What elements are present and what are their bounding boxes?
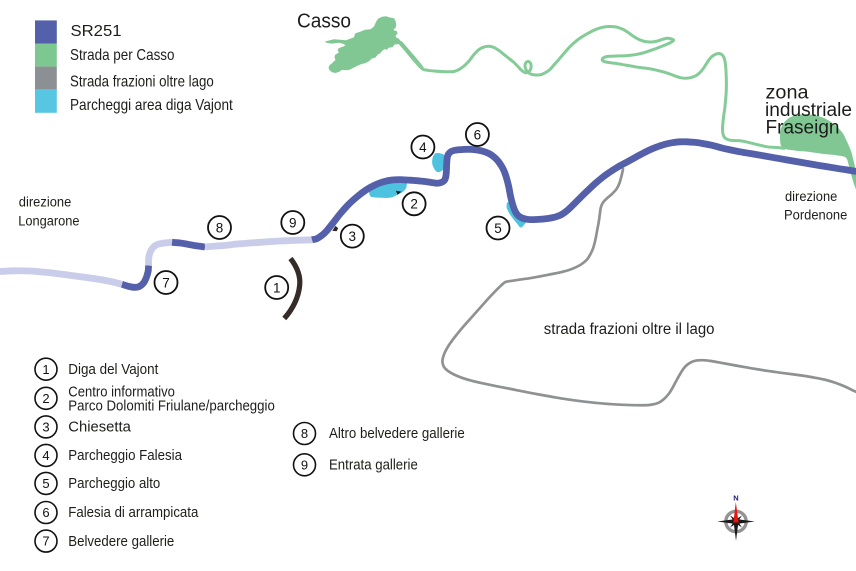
svg-text:Strada per Casso: Strada per Casso	[70, 47, 175, 64]
svg-text:Parcheggi area diga Vajont: Parcheggi area diga Vajont	[70, 97, 233, 114]
svg-text:8: 8	[216, 220, 224, 235]
svg-text:Parco Dolomiti Friulane/parche: Parco Dolomiti Friulane/parcheggio	[68, 397, 274, 414]
svg-text:6: 6	[42, 505, 49, 520]
svg-text:Chiesetta: Chiesetta	[68, 419, 131, 436]
svg-text:3: 3	[349, 229, 357, 244]
svg-text:Belvedere gallerie: Belvedere gallerie	[68, 533, 174, 550]
svg-text:1: 1	[42, 362, 49, 377]
svg-text:6: 6	[474, 127, 482, 142]
svg-text:Casso: Casso	[297, 10, 351, 32]
svg-text:8: 8	[301, 426, 308, 441]
svg-text:Parcheggio Falesia: Parcheggio Falesia	[68, 447, 182, 464]
svg-text:2: 2	[42, 391, 49, 406]
svg-text:Parcheggio alto: Parcheggio alto	[68, 475, 160, 492]
svg-text:industriale: industriale	[765, 100, 852, 121]
svg-text:Fraseign: Fraseign	[766, 118, 840, 139]
svg-text:4: 4	[419, 140, 427, 155]
svg-text:5: 5	[42, 476, 49, 491]
svg-text:7: 7	[162, 275, 170, 290]
svg-text:9: 9	[289, 215, 297, 230]
svg-text:Strada frazioni oltre lago: Strada frazioni oltre lago	[70, 73, 214, 90]
svg-text:9: 9	[301, 457, 308, 472]
svg-text:Diga del Vajont: Diga del Vajont	[68, 361, 159, 378]
svg-text:7: 7	[42, 534, 49, 549]
svg-text:2: 2	[410, 197, 418, 212]
svg-text:N: N	[733, 494, 738, 503]
svg-text:Falesia di arrampicata: Falesia di arrampicata	[68, 504, 199, 521]
svg-text:SR251: SR251	[71, 23, 122, 40]
svg-text:Altro belvedere gallerie: Altro belvedere gallerie	[329, 425, 465, 442]
svg-text:Centro informativo: Centro informativo	[68, 384, 175, 401]
svg-text:1: 1	[273, 280, 281, 295]
svg-text:3: 3	[42, 420, 49, 435]
svg-text:4: 4	[42, 448, 49, 463]
svg-text:Pordenone: Pordenone	[784, 208, 847, 223]
svg-text:zona: zona	[766, 83, 809, 104]
svg-text:direzione: direzione	[19, 195, 72, 210]
svg-text:direzione: direzione	[785, 189, 837, 204]
svg-text:Entrata gallerie: Entrata gallerie	[329, 457, 418, 474]
svg-text:5: 5	[494, 221, 502, 236]
svg-text:strada frazioni oltre il lago: strada frazioni oltre il lago	[544, 321, 715, 338]
svg-text:Longarone: Longarone	[18, 213, 79, 228]
